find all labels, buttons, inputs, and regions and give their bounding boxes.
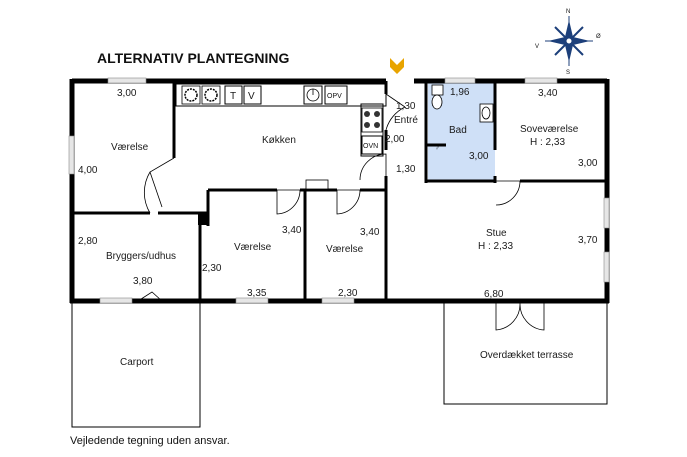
appliance-opv: OPV xyxy=(327,93,342,100)
outer-walls xyxy=(69,78,610,304)
compass-e: Ø xyxy=(596,34,601,40)
room-sovevaerelse: Soveværelse xyxy=(520,124,579,135)
dimension-labels: 3,00 4,00 1,30 2,00 1,30 1,96 3,00 3,40 … xyxy=(78,87,598,300)
room-vaerelse-nw: Værelse xyxy=(111,142,149,153)
room-carport: Carport xyxy=(120,357,154,368)
dimension-label: 3,40 xyxy=(360,227,380,238)
dimension-label: 3,00 xyxy=(469,151,489,162)
room-vaerelse-mid: Værelse xyxy=(234,242,272,253)
room-bryggers: Bryggers/udhus xyxy=(106,251,176,262)
dimension-label: 1,30 xyxy=(396,101,416,112)
room-stue-height: H : 2,33 xyxy=(478,241,513,252)
dimension-label: 6,80 xyxy=(484,289,504,300)
dimension-label: 3,40 xyxy=(282,225,302,236)
dimension-label: 3,80 xyxy=(133,276,153,287)
interior-walls xyxy=(72,81,607,301)
room-koekken: Køkken xyxy=(262,135,296,146)
room-entre: Entré xyxy=(394,115,418,126)
dimension-label: 3,40 xyxy=(538,88,558,99)
dimension-label: 2,30 xyxy=(338,288,358,299)
dimension-label: 2,30 xyxy=(202,263,222,274)
bathroom-fixtures: ♂ xyxy=(431,84,494,152)
disclaimer-text: Vejledende tegning uden ansvar. xyxy=(70,435,230,447)
outdoor-outlines xyxy=(71,303,608,428)
dimension-label: 2,80 xyxy=(78,236,98,247)
appliance-v: V xyxy=(248,91,255,102)
appliance-ovn: OVN xyxy=(363,143,378,150)
room-terrasse: Overdækket terrasse xyxy=(480,350,574,361)
compass-rose-icon: N S Ø V xyxy=(535,9,601,76)
compass-w: V xyxy=(535,44,539,50)
entrance-marker-icon xyxy=(390,58,404,74)
room-labels: Værelse Køkken Entré Bad Soveværelse H :… xyxy=(106,115,579,368)
dimension-label: 3,35 xyxy=(247,288,267,299)
room-bad: Bad xyxy=(449,125,467,136)
appliance-labels: T V OPV OVN xyxy=(230,91,378,150)
dimension-label: 4,00 xyxy=(78,165,98,176)
dimension-label: 3,00 xyxy=(578,158,598,169)
room-vaerelse-small: Værelse xyxy=(326,244,364,255)
kitchen-fixtures xyxy=(175,83,387,157)
compass-n: N xyxy=(566,9,570,15)
dimension-label: 1,30 xyxy=(396,164,416,175)
dimension-label: 3,00 xyxy=(117,88,137,99)
dimension-label: 2,00 xyxy=(385,134,405,145)
room-sovevaerelse-height: H : 2,33 xyxy=(530,137,565,148)
dimension-label: 3,70 xyxy=(578,235,598,246)
appliance-t: T xyxy=(230,91,236,102)
doors xyxy=(137,93,545,331)
windows xyxy=(68,77,610,304)
room-stue: Stue xyxy=(486,228,507,239)
plan-title: ALTERNATIV PLANTEGNING xyxy=(97,50,289,66)
compass-s: S xyxy=(566,70,570,76)
svg-text:♂: ♂ xyxy=(435,146,440,152)
dimension-label: 1,96 xyxy=(450,87,470,98)
